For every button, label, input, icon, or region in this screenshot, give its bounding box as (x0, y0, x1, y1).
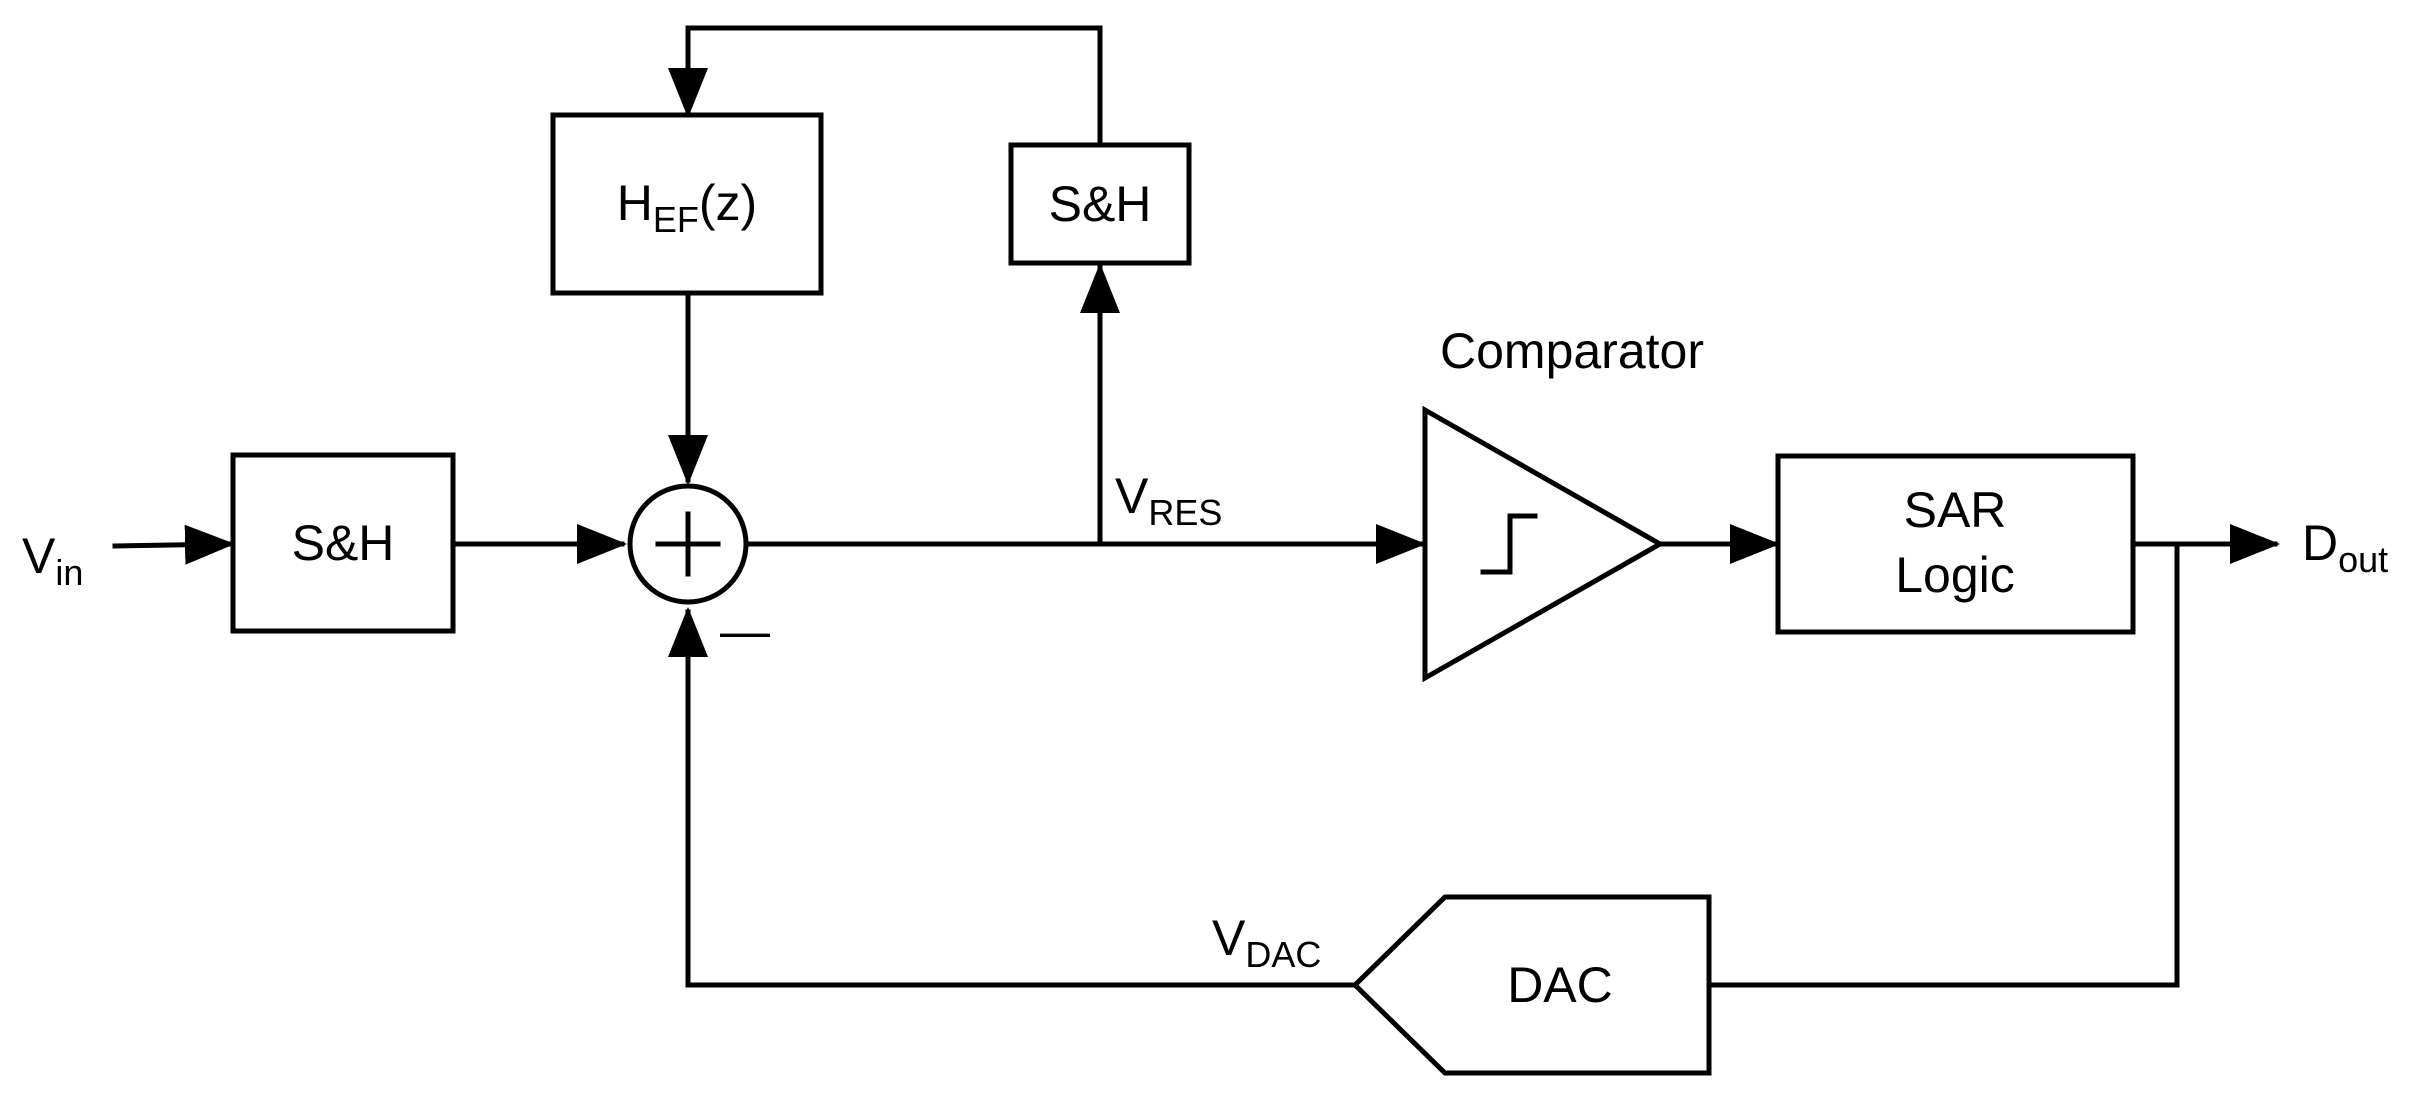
sh-feedback-block (1008, 142, 1192, 266)
input-wire (112, 524, 235, 565)
feedback-loop-wire (668, 25, 1103, 148)
sh-input-block (230, 452, 456, 634)
hef-label: HEF(z) (617, 175, 757, 240)
sar-logic-block (1775, 453, 2136, 635)
sh-feedback-label: S&H (1049, 176, 1152, 232)
dac-block (1351, 894, 1712, 1076)
vdac-label: VDAC (1212, 910, 1321, 975)
sh-input-label: S&H (292, 515, 395, 571)
dac-to-summer-wire (668, 607, 1358, 988)
comparator-triangle (1422, 405, 1666, 683)
sar-label-line2: Logic (1895, 547, 2015, 603)
sar-label-line1: SAR (1904, 482, 2007, 538)
hef-block (550, 112, 824, 296)
vres-label: VRES (1115, 468, 1222, 533)
dac-label: DAC (1507, 957, 1613, 1013)
output-to-dac-wire (1706, 541, 2180, 988)
step-symbol (1480, 513, 1538, 575)
comparator-label: Comparator (1440, 323, 1704, 379)
summer-minus-sign: — (720, 603, 770, 659)
dout-label: Dout (2302, 515, 2388, 580)
vin-label: Vin (22, 528, 83, 593)
